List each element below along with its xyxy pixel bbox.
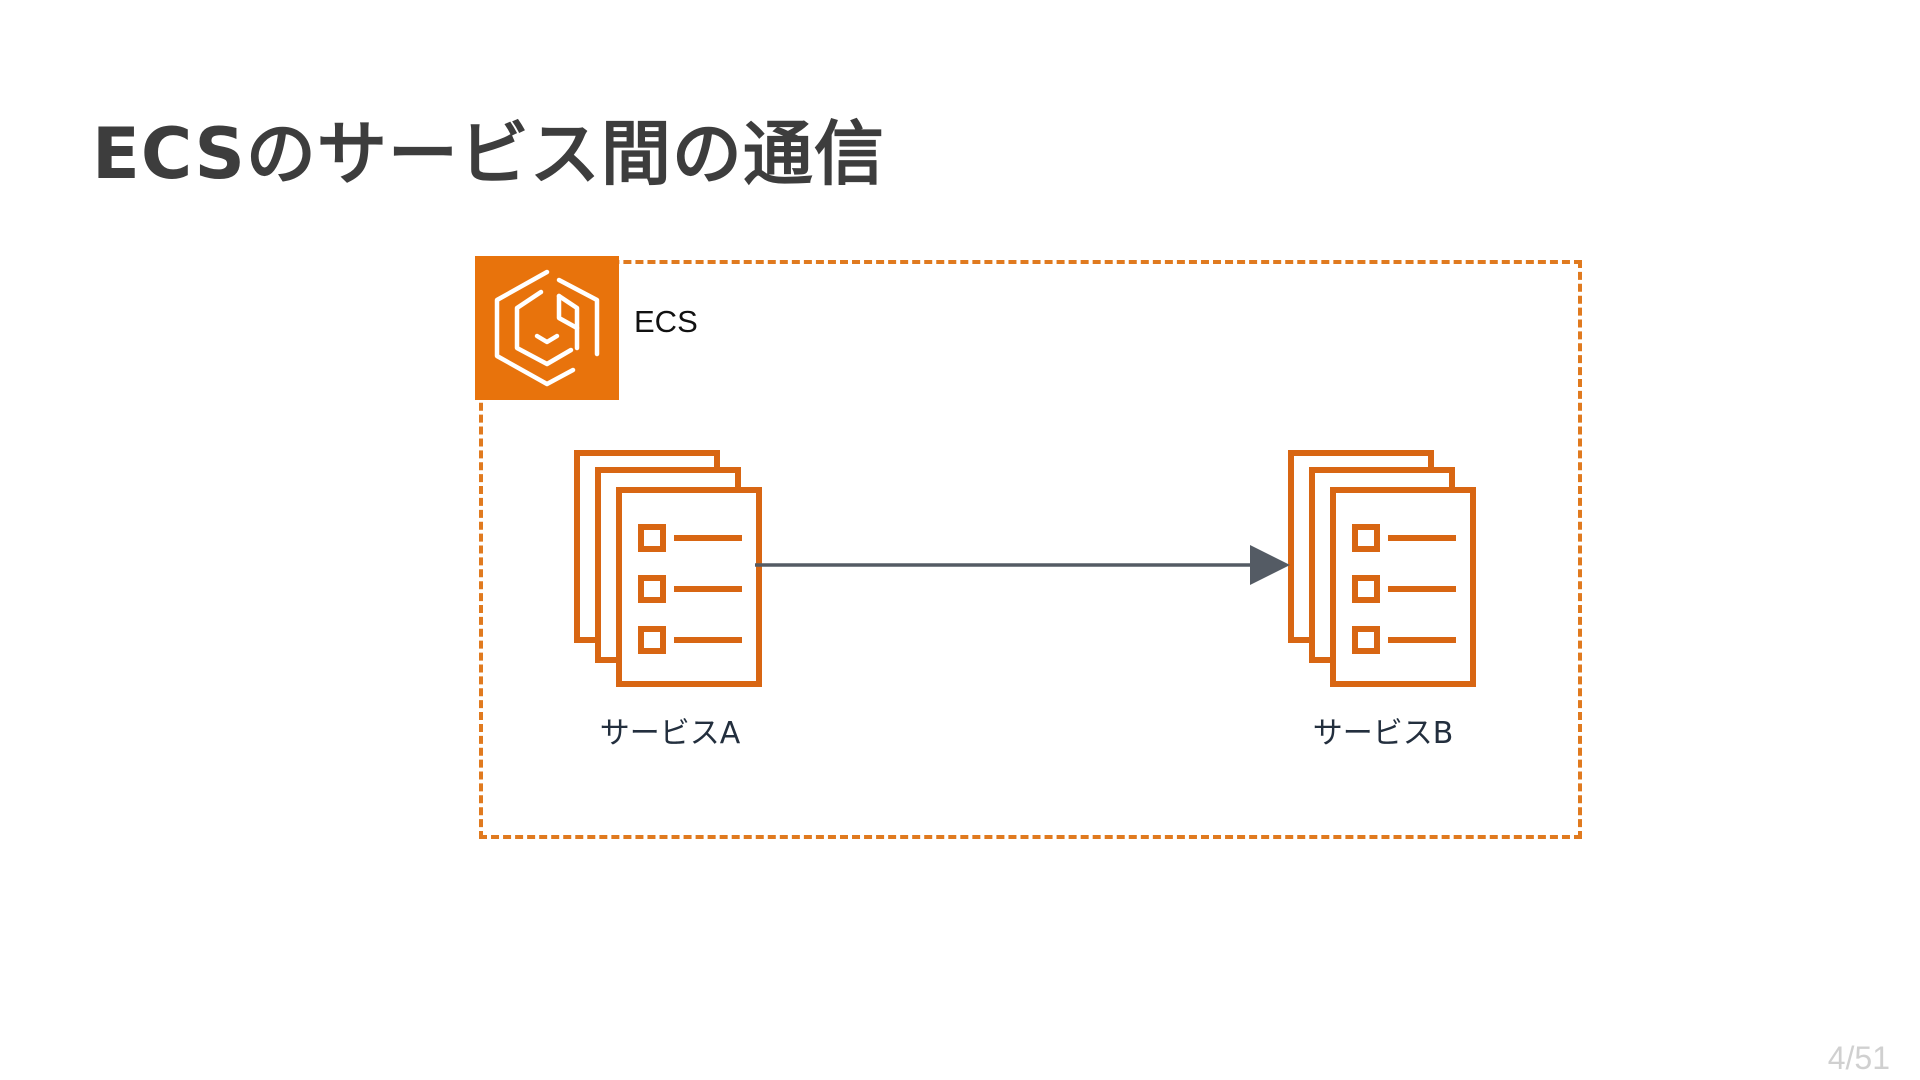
service-b-label: サービスB xyxy=(1312,716,1454,751)
service-b-task-icon xyxy=(1288,450,1478,694)
page-number: 4/51 xyxy=(1827,1040,1890,1076)
service-a-label: サービスA xyxy=(599,716,741,751)
service-a-task-icon xyxy=(574,450,764,694)
service-a-to-b-arrow xyxy=(755,545,1290,585)
ecs-group-label: ECS xyxy=(634,304,698,339)
ecs-service-icon xyxy=(475,256,619,400)
ecs-group-boundary xyxy=(479,260,1582,839)
page-title: ECSのサービス間の通信 xyxy=(92,113,885,195)
